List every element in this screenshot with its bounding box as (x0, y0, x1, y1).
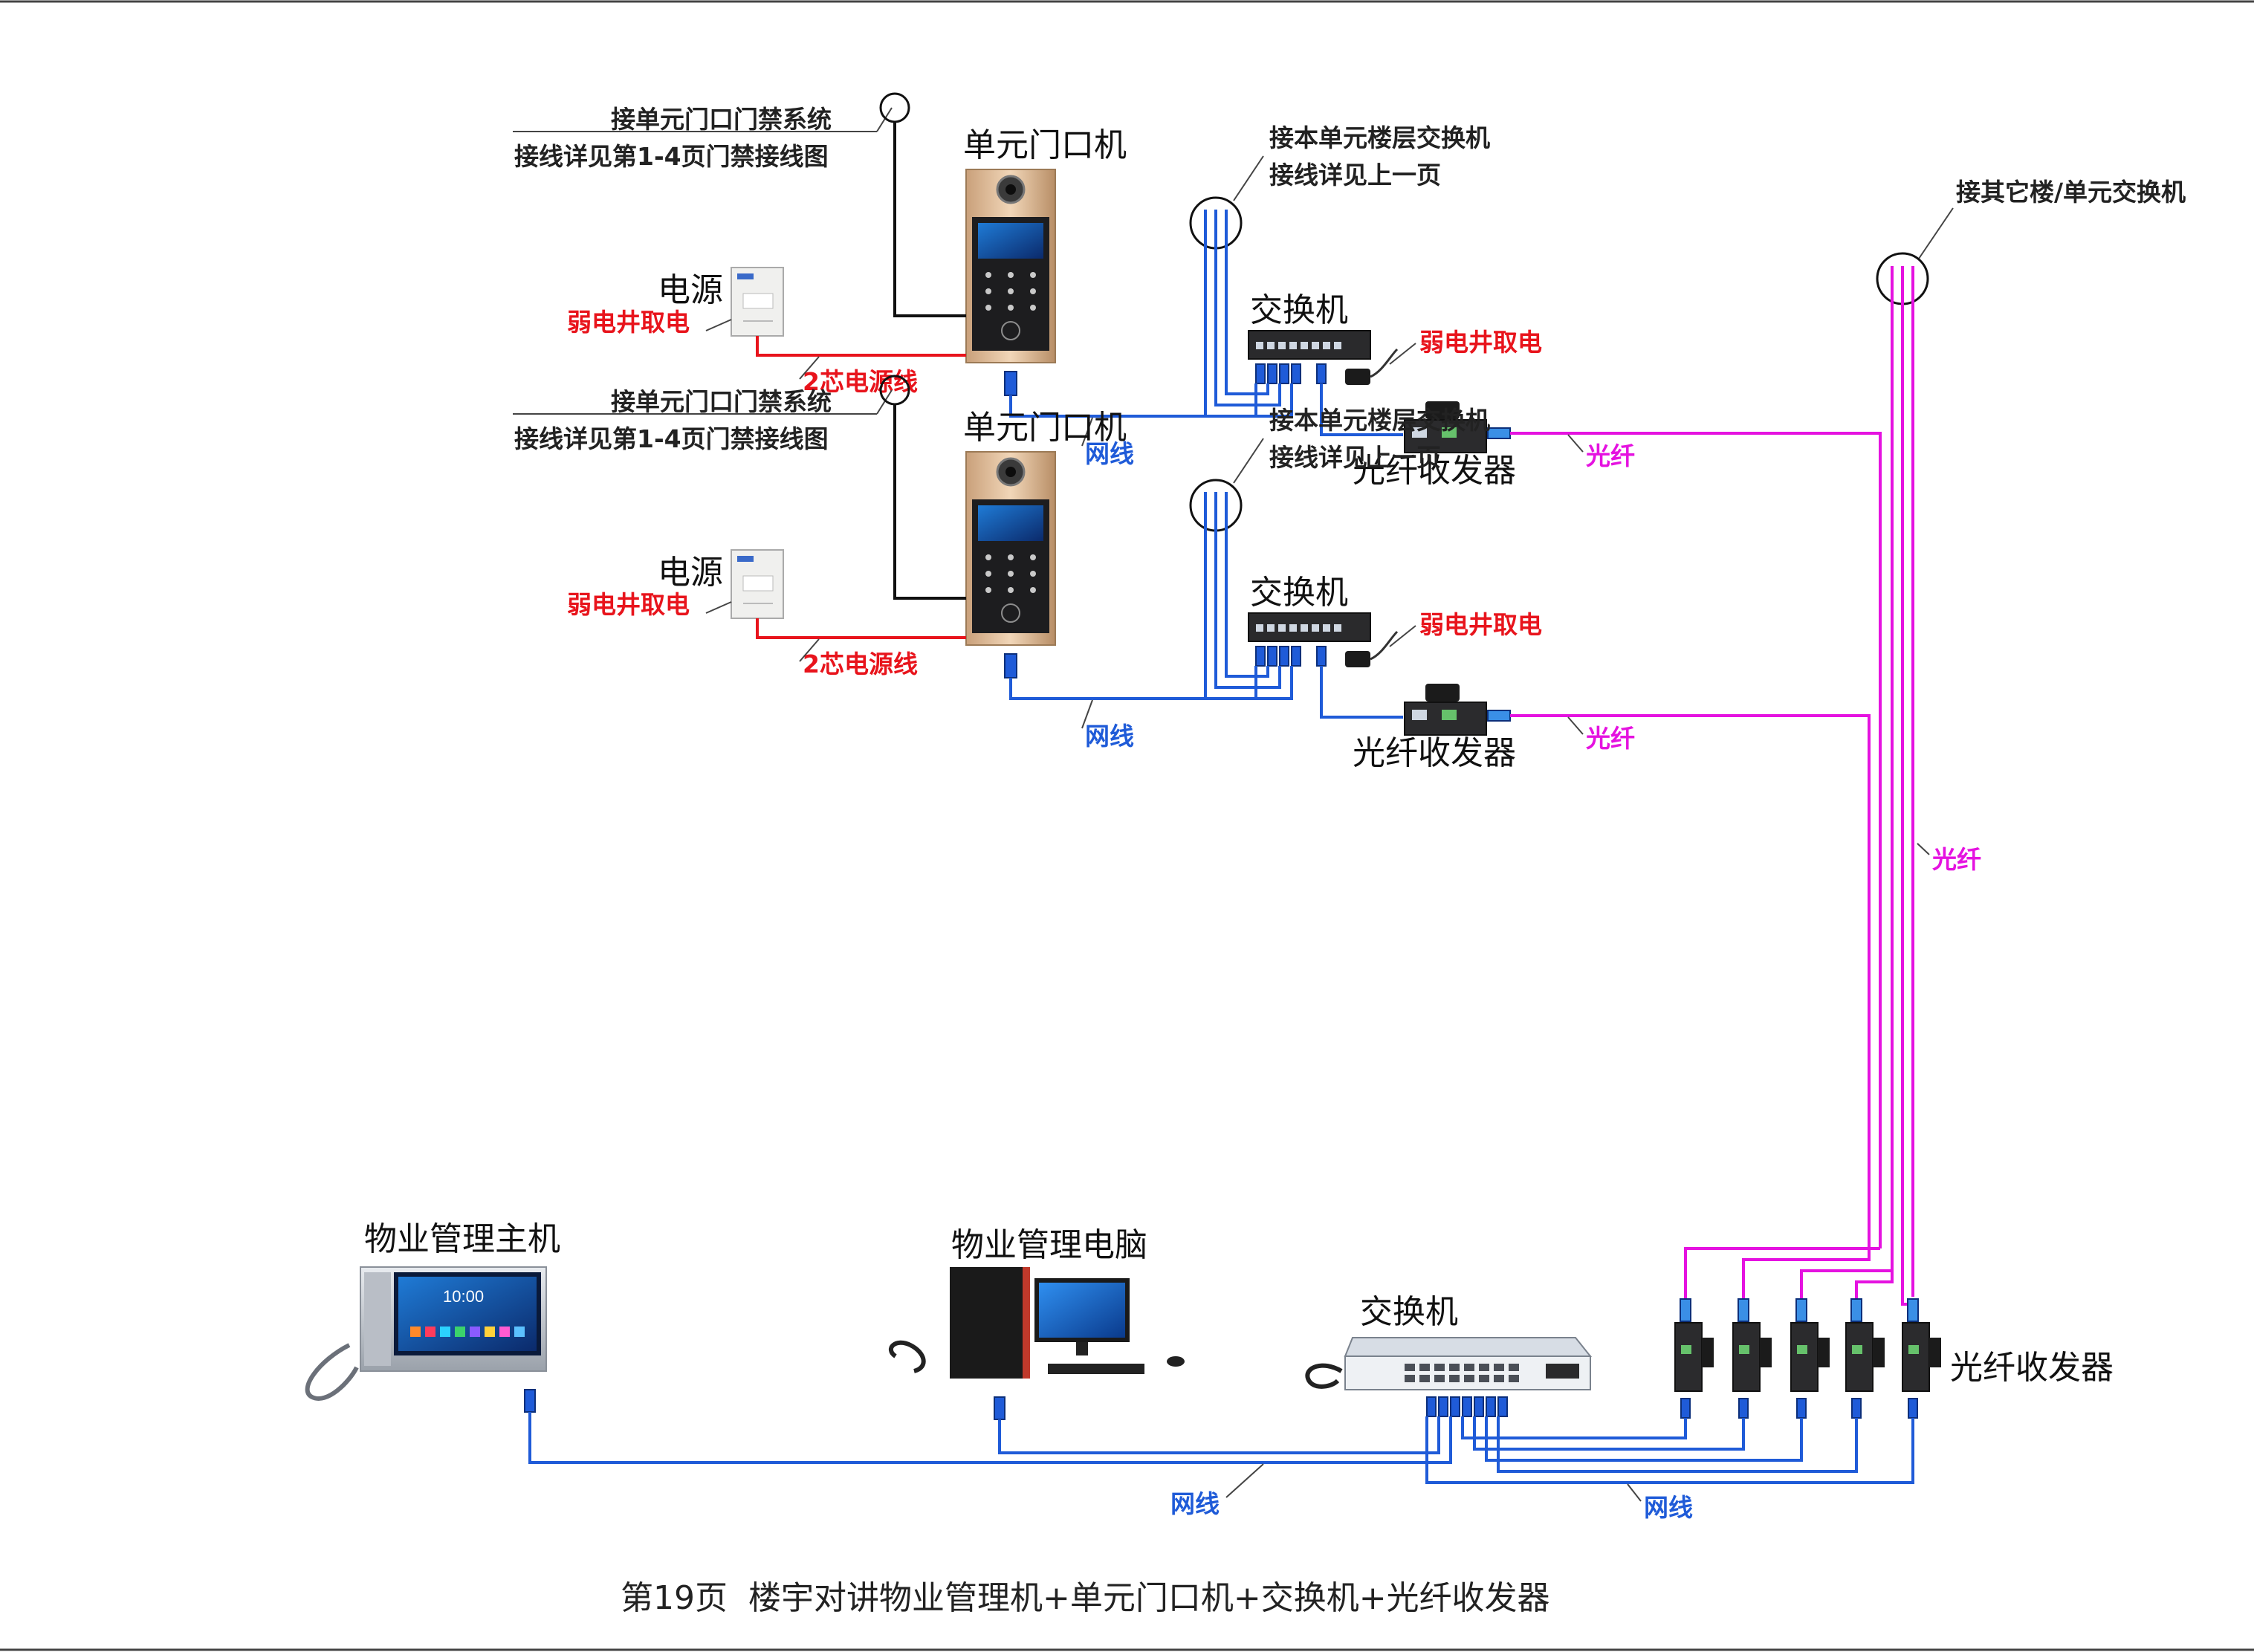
network-cable-label: 网线 (1085, 439, 1134, 468)
power-supply-device (731, 267, 784, 337)
power-supply-device (731, 549, 784, 619)
power-source-note: 弱电井取电 (567, 308, 690, 337)
network-cable-left-label: 网线 (1170, 1489, 1220, 1518)
center-transceiver-2 (1732, 1322, 1772, 1392)
transceiver-fiber-connector (1487, 710, 1511, 722)
transceiver-device (1404, 684, 1487, 736)
fiber-label: 光纤 (1586, 441, 1635, 470)
floor-switch-note-line2: 接线详见上一页 (1269, 443, 1441, 472)
fiber-label: 光纤 (1586, 724, 1635, 753)
center-transceiver-5 (1902, 1322, 1941, 1392)
pc-rj45-icon (994, 1396, 1005, 1420)
pc-label: 物业管理电脑 (951, 1226, 1147, 1264)
access-connection-circle (879, 92, 910, 123)
access-note-line1: 接单元门口门禁系统 (611, 387, 832, 416)
management-host-device: 10:00 (305, 1266, 547, 1401)
switch-rj45-group (1255, 363, 1327, 384)
other-building-note: 接其它楼/单元交换机 (1956, 178, 2186, 207)
switch-device (1248, 612, 1371, 642)
network-cable-label: 网线 (1085, 722, 1134, 751)
host-label: 物业管理主机 (364, 1220, 560, 1258)
switch-power-adapter (1345, 630, 1399, 667)
door-rj45-icon (1004, 371, 1017, 396)
center-transceiver-4 (1845, 1322, 1885, 1392)
network-cable-right-label: 网线 (1644, 1493, 1693, 1522)
power-cable-label: 2芯电源线 (803, 367, 918, 396)
floor-switch-note-line1: 接本单元楼层交换机 (1269, 406, 1490, 435)
switch-rj45-group (1255, 646, 1327, 667)
power-cable-label: 2芯电源线 (803, 650, 918, 678)
center-switch-device (1305, 1337, 1593, 1390)
power-label: 电源 (658, 554, 723, 592)
access-note-line1: 接单元门口门禁系统 (611, 105, 832, 134)
transceiver-device (1404, 401, 1487, 453)
footer-caption: 第19页 楼宇对讲物业管理机+单元门口机+交换机+光纤收发器 (621, 1579, 1550, 1617)
host-screen-time: 10:00 (443, 1287, 484, 1306)
door-station-device (965, 451, 1056, 646)
door-station-label: 单元门口机 (963, 409, 1127, 447)
transceiver-label: 光纤收发器 (1353, 734, 1516, 772)
switch-power-note: 弱电井取电 (1419, 328, 1542, 357)
center-switch-label: 交换机 (1360, 1293, 1458, 1331)
center-transceiver-3 (1790, 1322, 1830, 1392)
switch-label: 交换机 (1250, 574, 1348, 612)
transceiver-label: 光纤收发器 (1353, 452, 1516, 490)
management-center: 物业管理主机 10:00 物业管理电脑 (305, 1220, 2114, 1522)
center-transceiver-1 (1674, 1322, 1714, 1392)
transceiver-fiber-connector (1487, 427, 1511, 439)
access-note-line2: 接线详见第1-4页门禁接线图 (514, 424, 829, 453)
floor-switch-note-line1: 接本单元楼层交换机 (1269, 123, 1490, 152)
switch-label: 交换机 (1250, 291, 1348, 329)
access-note-line2: 接线详见第1-4页门禁接线图 (514, 142, 829, 171)
switch-power-adapter (1345, 348, 1399, 385)
trunk-fiber-label: 光纤 (1932, 845, 1981, 874)
floor-switch-note-line2: 接线详见上一页 (1269, 161, 1441, 190)
switch-device (1248, 330, 1371, 360)
door-station-device (965, 169, 1056, 363)
trunk-fibers: 接其它楼/单元交换机 光纤 (1684, 178, 2186, 1308)
door-station-label: 单元门口机 (963, 126, 1127, 164)
host-rj45-icon (524, 1389, 536, 1413)
power-source-note: 弱电井取电 (567, 590, 690, 619)
door-rj45-icon (1004, 653, 1017, 678)
management-pc-device (889, 1267, 1185, 1379)
center-transceivers (1674, 1298, 1941, 1419)
switch-power-note: 弱电井取电 (1419, 610, 1542, 639)
unit-1: 接单元门口门禁系统 接线详见第1-4页门禁接线图 单元门口机 电源 (513, 92, 1882, 1248)
center-switch-rj45-group (1426, 1396, 1508, 1417)
power-label: 电源 (658, 271, 723, 309)
unit-2: 接单元门口门禁系统 接线详见第1-4页门禁接线图 单元门口机 电源 弱电 (513, 375, 1871, 1248)
center-transceiver-label: 光纤收发器 (1950, 1349, 2114, 1387)
